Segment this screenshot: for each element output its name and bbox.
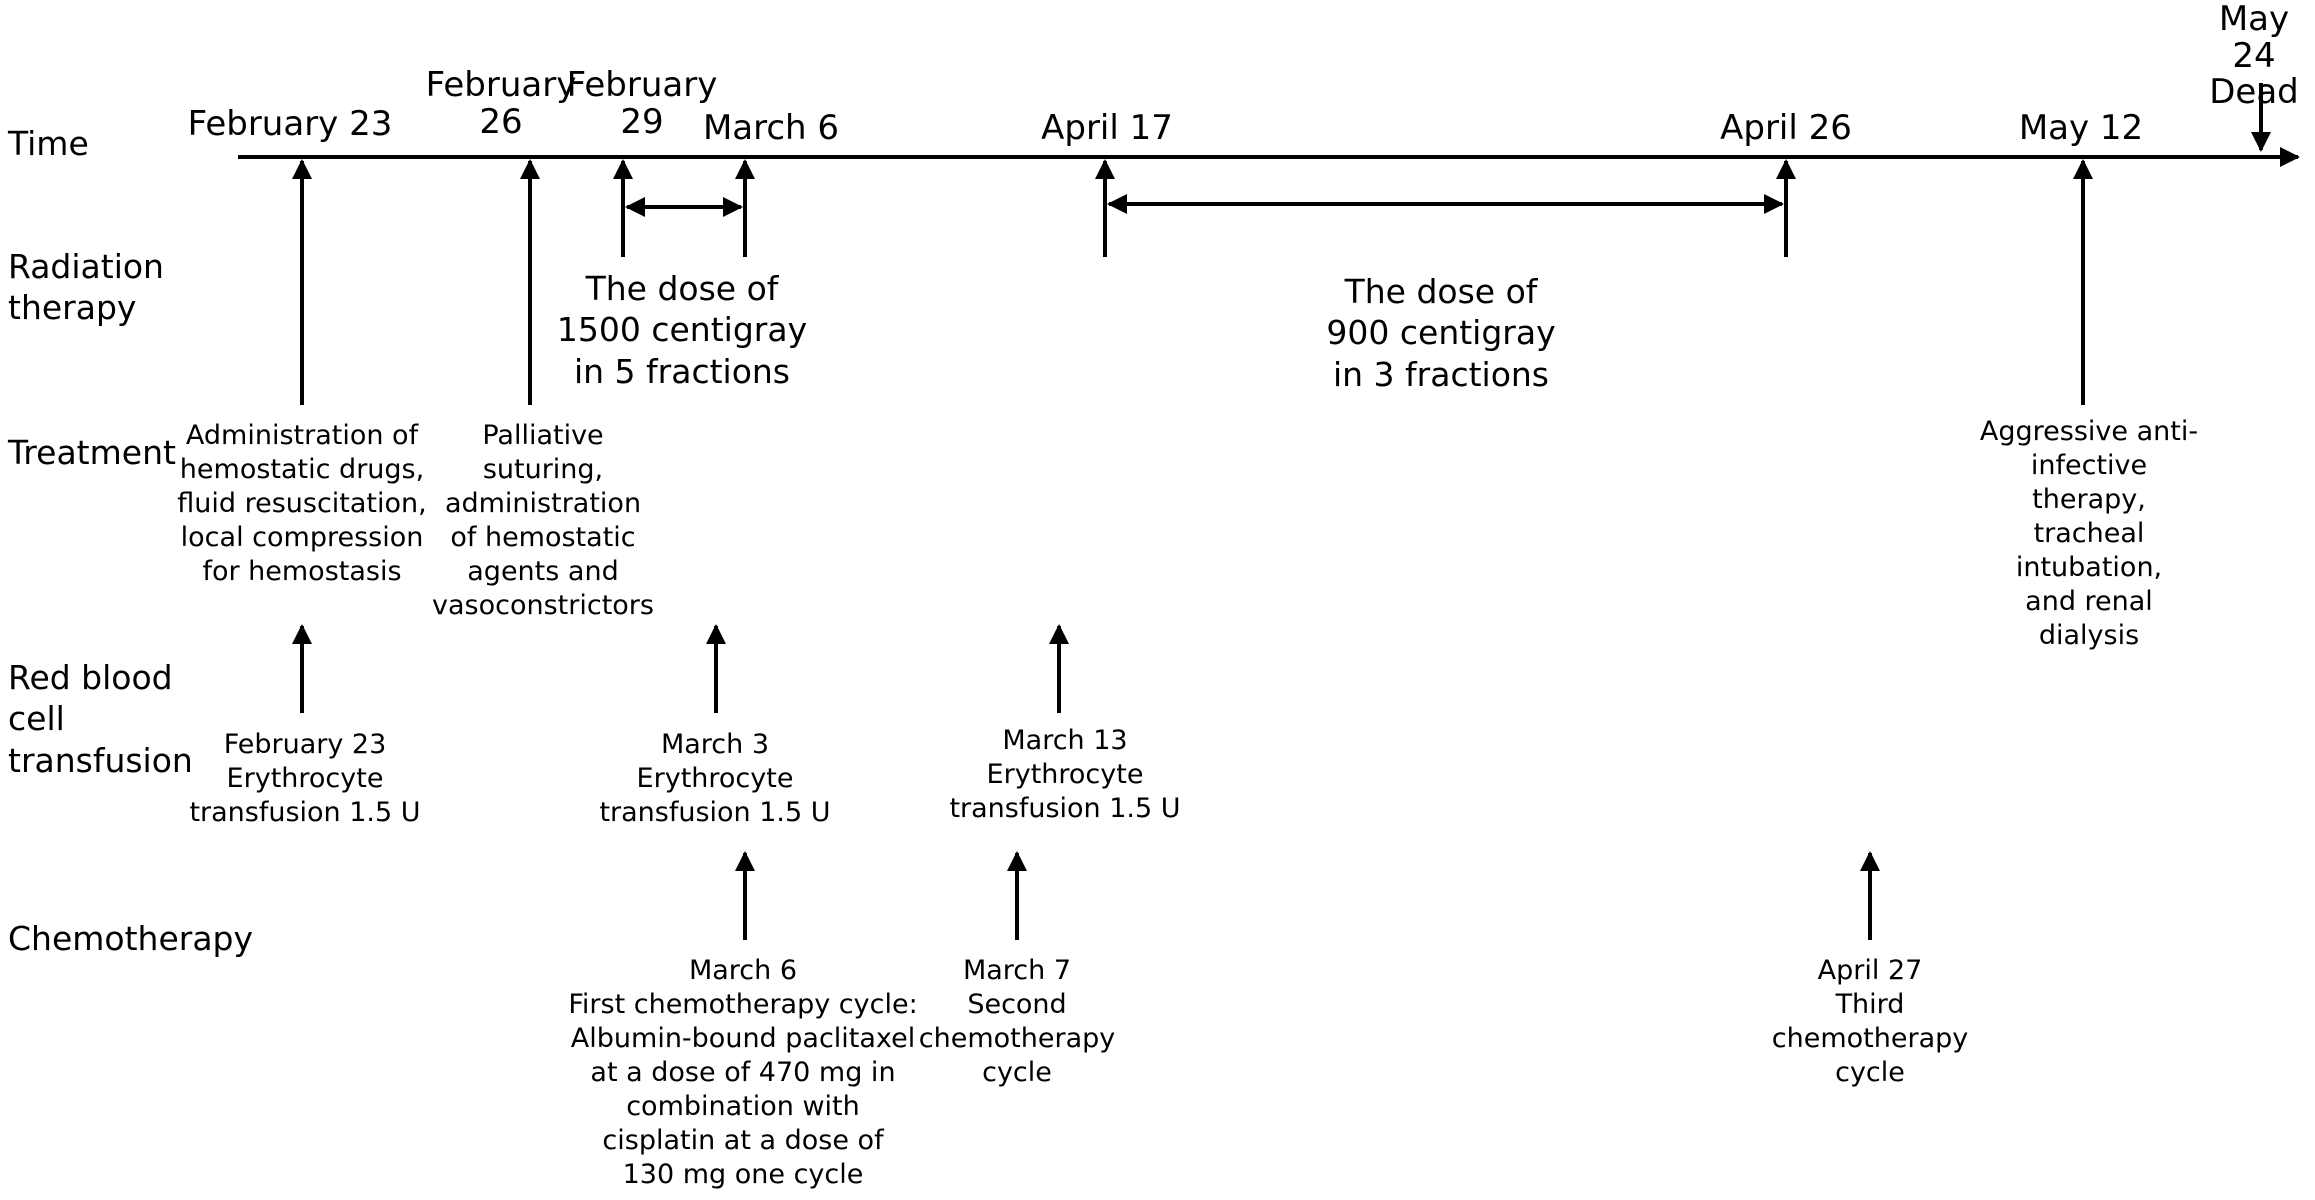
treatment-note-feb26: Palliative suturing, administration of h… [432,420,654,622]
date-feb29: February 29 [566,65,718,142]
row-label-transfusion: Red blood cell transfusion [8,658,193,780]
row-label-time: Time [8,124,89,163]
date-feb26: February 26 [425,65,577,142]
row-label-chemotherapy: Chemotherapy [8,919,254,958]
transfusion-note-mar3: March 3 Erythrocyte transfusion 1.5 U [599,729,831,829]
date-feb23: February 23 [187,104,393,144]
date-apr17: April 17 [1041,108,1173,148]
row-label-radiation: Radiation therapy [8,247,164,328]
date-apr26: April 26 [1720,108,1852,148]
treatment-note-feb23: Administration of hemostatic drugs, flui… [177,420,427,588]
chemo-note-mar7: March 7 Second chemotherapy cycle [918,955,1116,1089]
radiation-dose-first: The dose of 1500 centigray in 5 fraction… [556,269,808,391]
row-label-treatment: Treatment [8,433,176,472]
transfusion-note-mar13: March 13 Erythrocyte transfusion 1.5 U [949,725,1181,825]
date-may12: May 12 [2018,108,2144,148]
treatment-note-may12: Aggressive anti- infective therapy, trac… [1979,416,2199,652]
date-mar6: March 6 [702,108,840,148]
transfusion-note-feb23: February 23 Erythrocyte transfusion 1.5 … [189,729,421,829]
date-may24-dead: May 24 Dead [2209,0,2299,113]
chemo-note-apr27: April 27 Third chemotherapy cycle [1771,955,1969,1089]
chemo-note-mar6: March 6 First chemotherapy cycle: Albumi… [568,955,918,1191]
radiation-dose-second: The dose of 900 centigray in 3 fractions [1326,272,1556,394]
